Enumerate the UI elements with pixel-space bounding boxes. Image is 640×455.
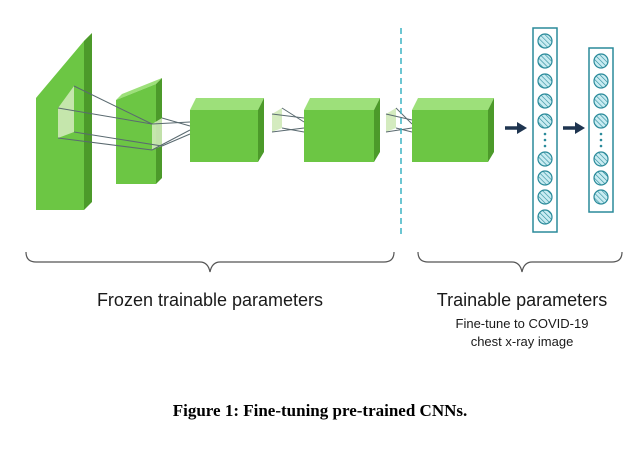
fc-layer-1 xyxy=(532,27,558,233)
hatched-circle-icon xyxy=(593,170,609,186)
hatched-circle-icon xyxy=(537,113,553,129)
trainable-brace xyxy=(417,251,623,273)
hatched-circle-icon xyxy=(593,53,609,69)
figure-caption: Figure 1: Fine-tuning pre-trained CNNs. xyxy=(173,401,468,420)
hatched-circle-icon xyxy=(537,151,553,167)
ellipsis-dot xyxy=(599,144,603,148)
conv-layer-5-trainable xyxy=(412,98,494,162)
receptive-field-2 xyxy=(152,118,162,150)
ellipsis-dot xyxy=(543,132,547,136)
ellipsis-dot xyxy=(543,138,547,142)
hatched-circle-icon xyxy=(537,33,553,49)
conv-layer-4 xyxy=(304,98,396,162)
conv-layer-1 xyxy=(36,33,92,210)
ellipsis-dot xyxy=(599,132,603,136)
hatched-circle-icon xyxy=(593,93,609,109)
right-arrow-icon xyxy=(563,122,585,134)
frozen-brace xyxy=(25,251,395,273)
receptive-field-3 xyxy=(272,108,282,132)
fc-layer-2 xyxy=(588,47,614,213)
right-arrow-icon xyxy=(505,122,527,134)
frozen-params-label: Frozen trainable parameters xyxy=(97,290,323,310)
ellipsis-dot xyxy=(543,144,547,148)
hatched-circle-icon xyxy=(537,209,553,225)
receptive-field-1 xyxy=(58,86,74,138)
hatched-circle-icon xyxy=(537,189,553,205)
connection-lines xyxy=(57,85,413,151)
hatched-circle-icon xyxy=(537,170,553,186)
finetune-note-line-1: Fine-tune to COVID-19 xyxy=(456,316,589,331)
receptive-field-4 xyxy=(386,108,396,132)
hatched-circle-icon xyxy=(537,93,553,109)
trainable-params-label: Trainable parameters xyxy=(437,290,607,310)
hatched-circle-icon xyxy=(593,189,609,205)
hatched-circle-icon xyxy=(593,113,609,129)
finetune-note-line-2: chest x-ray image xyxy=(471,334,574,349)
conv-layer-2 xyxy=(116,78,162,184)
hatched-circle-icon xyxy=(537,73,553,89)
hatched-circle-icon xyxy=(537,53,553,69)
ellipsis-dot xyxy=(599,138,603,142)
hatched-circle-icon xyxy=(593,73,609,89)
conv-layer-3 xyxy=(190,98,282,162)
hatched-circle-icon xyxy=(593,151,609,167)
